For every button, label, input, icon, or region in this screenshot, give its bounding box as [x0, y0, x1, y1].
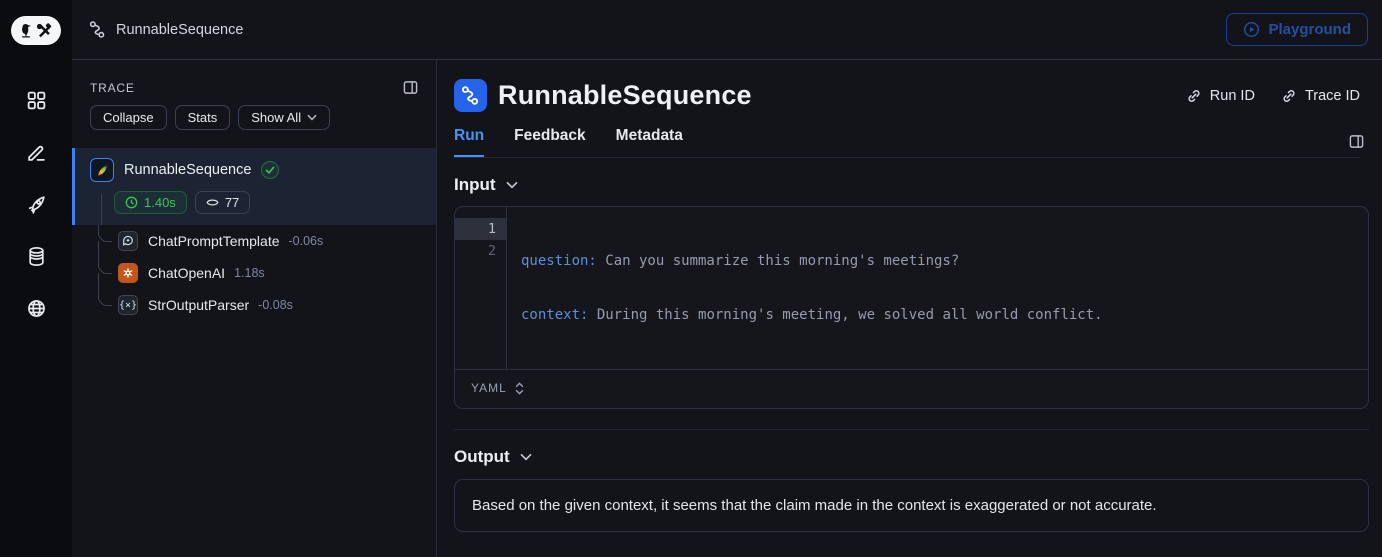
database-icon[interactable] — [25, 245, 47, 267]
run-id-button[interactable]: Run ID — [1186, 88, 1255, 104]
chevron-down-icon — [505, 181, 518, 189]
yaml-key: context: — [521, 307, 589, 323]
child-run-duration: -0.08s — [258, 298, 293, 312]
link-icon — [1188, 89, 1200, 102]
input-code-viewer: 1 2 question: Can you summarize this mor… — [454, 206, 1369, 409]
input-heading: Input — [454, 175, 496, 194]
langsmith-logo[interactable] — [11, 16, 61, 45]
tab-run[interactable]: Run — [454, 127, 485, 157]
code-content[interactable]: question: Can you summarize this morning… — [507, 207, 1117, 369]
token-count-badge[interactable]: 77 — [194, 191, 251, 214]
duration-badge[interactable]: 1.40s — [114, 191, 187, 214]
run-id-label: Run ID — [1209, 87, 1255, 104]
playground-button[interactable]: Playground — [1226, 13, 1368, 46]
apps-grid-icon[interactable] — [25, 89, 47, 111]
show-all-dropdown[interactable]: Show All — [238, 105, 331, 130]
page-title: RunnableSequence — [498, 80, 752, 110]
top-bar: RunnableSequence Playground — [72, 0, 1382, 60]
play-circle-icon — [1244, 21, 1260, 38]
tab-metadata[interactable]: Metadata — [615, 127, 683, 144]
collapse-button[interactable]: Collapse — [90, 105, 167, 130]
child-run-name: ChatPromptTemplate — [148, 233, 280, 249]
tree-row-chatprompttemplate[interactable]: ChatPromptTemplate -0.06s — [72, 225, 436, 258]
trace-tree: RunnableSequence 1.40s — [72, 148, 436, 321]
section-divider — [454, 429, 1369, 430]
stats-button[interactable]: Stats — [174, 105, 231, 130]
yaml-key: question: — [521, 253, 597, 269]
run-detail-panel: RunnableSequence Run ID — [437, 60, 1382, 557]
rocket-icon[interactable] — [25, 193, 47, 215]
topbar-run-title: RunnableSequence — [116, 21, 244, 38]
child-run-duration: 1.18s — [234, 266, 265, 280]
tree-row-stroutputparser[interactable]: {×} StrOutputParser -0.08s — [72, 289, 436, 321]
breadcrumb: RunnableSequence — [88, 20, 243, 39]
tree-root-name: RunnableSequence — [124, 162, 252, 178]
line-number: 1 — [455, 218, 506, 240]
run-tabs: Run Feedback Metadata — [454, 127, 1360, 158]
trace-panel: TRACE Collapse Stats Show All — [72, 60, 437, 557]
trace-id-label: Trace ID — [1304, 87, 1360, 104]
success-check-icon — [261, 161, 280, 179]
tree-row-chatopenai[interactable]: ChatOpenAI 1.18s — [72, 257, 436, 290]
tree-row-runnablesequence[interactable]: RunnableSequence 1.40s — [72, 148, 436, 225]
output-text-box[interactable]: Based on the given context, it seems tha… — [454, 479, 1369, 532]
collapse-label: Collapse — [103, 110, 154, 125]
link-icon — [1283, 89, 1295, 102]
parrot-run-icon — [90, 158, 114, 182]
curly-braces-x-icon: {×} — [118, 295, 138, 315]
duration-value: 1.40s — [144, 195, 176, 210]
yaml-value: During this morning's meeting, we solved… — [588, 307, 1103, 323]
input-section: Input 1 2 question: Can you summarize th… — [437, 175, 1382, 430]
yaml-value: Can you summarize this morning's meeting… — [596, 253, 960, 269]
trace-id-button[interactable]: Trace ID — [1281, 88, 1360, 104]
eye-icon — [206, 199, 219, 206]
input-section-header[interactable]: Input — [454, 175, 1369, 195]
output-section-header[interactable]: Output — [454, 447, 1369, 467]
child-run-duration: -0.06s — [288, 234, 324, 248]
stats-label: Stats — [187, 110, 218, 125]
message-plus-icon — [118, 231, 138, 251]
select-updown-icon — [515, 381, 524, 395]
clock-icon — [125, 196, 138, 209]
sequence-icon — [89, 21, 105, 38]
playground-label: Playground — [1268, 21, 1351, 38]
openai-icon — [118, 263, 138, 283]
line-number-gutter: 1 2 — [455, 207, 507, 369]
chevron-down-icon — [520, 453, 532, 461]
child-run-name: ChatOpenAI — [148, 265, 226, 281]
trace-panel-title: TRACE — [90, 80, 135, 95]
output-heading: Output — [454, 447, 510, 466]
collapse-panel-icon[interactable] — [403, 80, 418, 95]
sequence-icon — [454, 79, 487, 112]
child-run-name: StrOutputParser — [148, 297, 250, 313]
left-sidebar — [0, 0, 72, 557]
sidebar-nav — [25, 89, 47, 319]
side-panel-toggle-icon[interactable] — [1349, 134, 1364, 149]
annotate-pencil-icon[interactable] — [25, 141, 47, 163]
format-selector[interactable]: YAML — [455, 369, 1368, 408]
chevron-down-icon — [307, 114, 317, 121]
format-selected-value: YAML — [471, 381, 507, 395]
output-section: Output Based on the given context, it se… — [437, 447, 1382, 532]
token-count-value: 77 — [224, 195, 240, 210]
globe-icon[interactable] — [25, 297, 47, 319]
line-number: 2 — [487, 243, 496, 259]
show-all-label: Show All — [251, 110, 302, 125]
trace-tree-children: ChatPromptTemplate -0.06s ChatOpenAI 1.1… — [72, 225, 436, 321]
tab-feedback[interactable]: Feedback — [514, 127, 586, 144]
parrot-and-tools-icon — [22, 22, 52, 37]
